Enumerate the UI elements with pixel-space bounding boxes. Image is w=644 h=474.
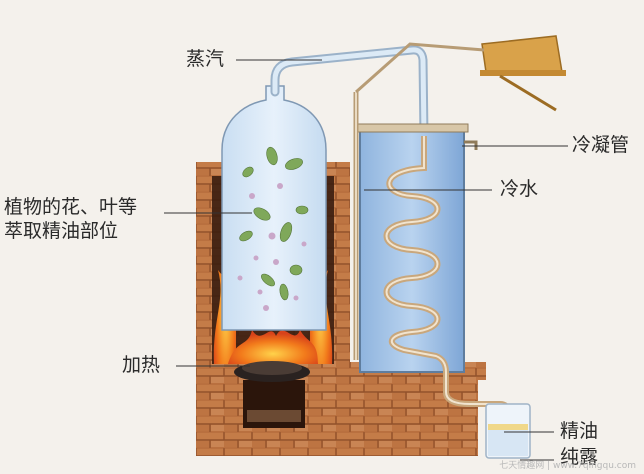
plants-label-line2: 萃取精油部位 <box>4 220 119 242</box>
heating-label: 加热 <box>122 354 161 376</box>
essential-oil-label: 精油 <box>560 420 599 442</box>
flask <box>221 85 327 331</box>
hydrosol-label: 纯露 <box>560 446 599 468</box>
condenser-coil <box>383 136 511 420</box>
leader-lines <box>164 59 568 461</box>
water-reservoir <box>355 35 566 112</box>
steam-tube <box>270 45 429 141</box>
steam-label: 蒸汽 <box>186 48 225 70</box>
condenser-label: 冷凝管 <box>572 134 630 156</box>
plants-label-line1: 植物的花、叶等 <box>4 196 138 218</box>
collection-vessel <box>485 403 531 459</box>
cold-water-label: 冷水 <box>500 178 539 200</box>
watermark: 七天情趣网 | www.7qingqu.com <box>499 461 636 471</box>
